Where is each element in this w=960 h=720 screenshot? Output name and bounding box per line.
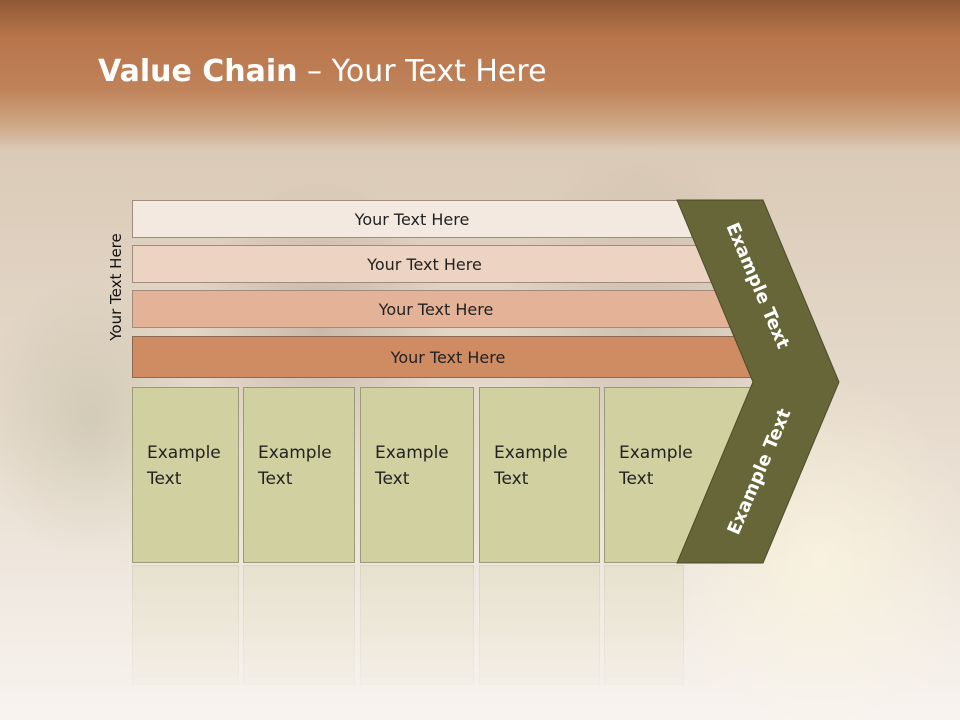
reflection-column-2 bbox=[243, 565, 355, 685]
primary-activity-3: Example Text bbox=[360, 387, 474, 563]
reflection-column-5 bbox=[604, 565, 684, 685]
slide-title-bold: Value Chain bbox=[98, 54, 298, 89]
primary-activity-4-line2: Text bbox=[494, 469, 529, 489]
primary-activity-2-line1: Example bbox=[258, 443, 332, 463]
primary-activity-1-line2: Text bbox=[147, 469, 182, 489]
support-band-1: Your Text Here bbox=[132, 200, 692, 238]
support-band-2: Your Text Here bbox=[132, 245, 717, 283]
primary-activity-5-line2: Text bbox=[619, 469, 654, 489]
primary-activity-1: Example Text bbox=[132, 387, 239, 563]
support-band-3: Your Text Here bbox=[132, 290, 740, 328]
reflection-column-3 bbox=[360, 565, 474, 685]
slide-title-rest: – Your Text Here bbox=[297, 54, 547, 89]
support-band-4-label: Your Text Here bbox=[390, 347, 506, 367]
primary-activity-2-line2: Text bbox=[258, 469, 293, 489]
reflection-column-4 bbox=[479, 565, 600, 685]
primary-activity-1-line1: Example bbox=[147, 443, 221, 463]
primary-activity-4: Example Text bbox=[479, 387, 600, 563]
support-band-4: Your Text Here bbox=[132, 336, 764, 378]
support-band-2-label: Your Text Here bbox=[367, 254, 482, 274]
reflection-column-1 bbox=[132, 565, 239, 685]
header-band bbox=[0, 0, 960, 150]
primary-activity-2: Example Text bbox=[243, 387, 355, 563]
slide-title: Value Chain – Your Text Here bbox=[98, 54, 547, 89]
margin-chevron-shape bbox=[676, 199, 840, 564]
primary-activity-3-line2: Text bbox=[375, 469, 410, 489]
support-band-1-label: Your Text Here bbox=[354, 209, 470, 229]
primary-activity-5-line1: Example bbox=[619, 443, 693, 463]
primary-activity-4-line1: Example bbox=[494, 443, 568, 463]
support-band-3-label: Your Text Here bbox=[378, 299, 494, 319]
primary-activity-3-line1: Example bbox=[375, 443, 449, 463]
diagram-reflection bbox=[0, 565, 960, 720]
